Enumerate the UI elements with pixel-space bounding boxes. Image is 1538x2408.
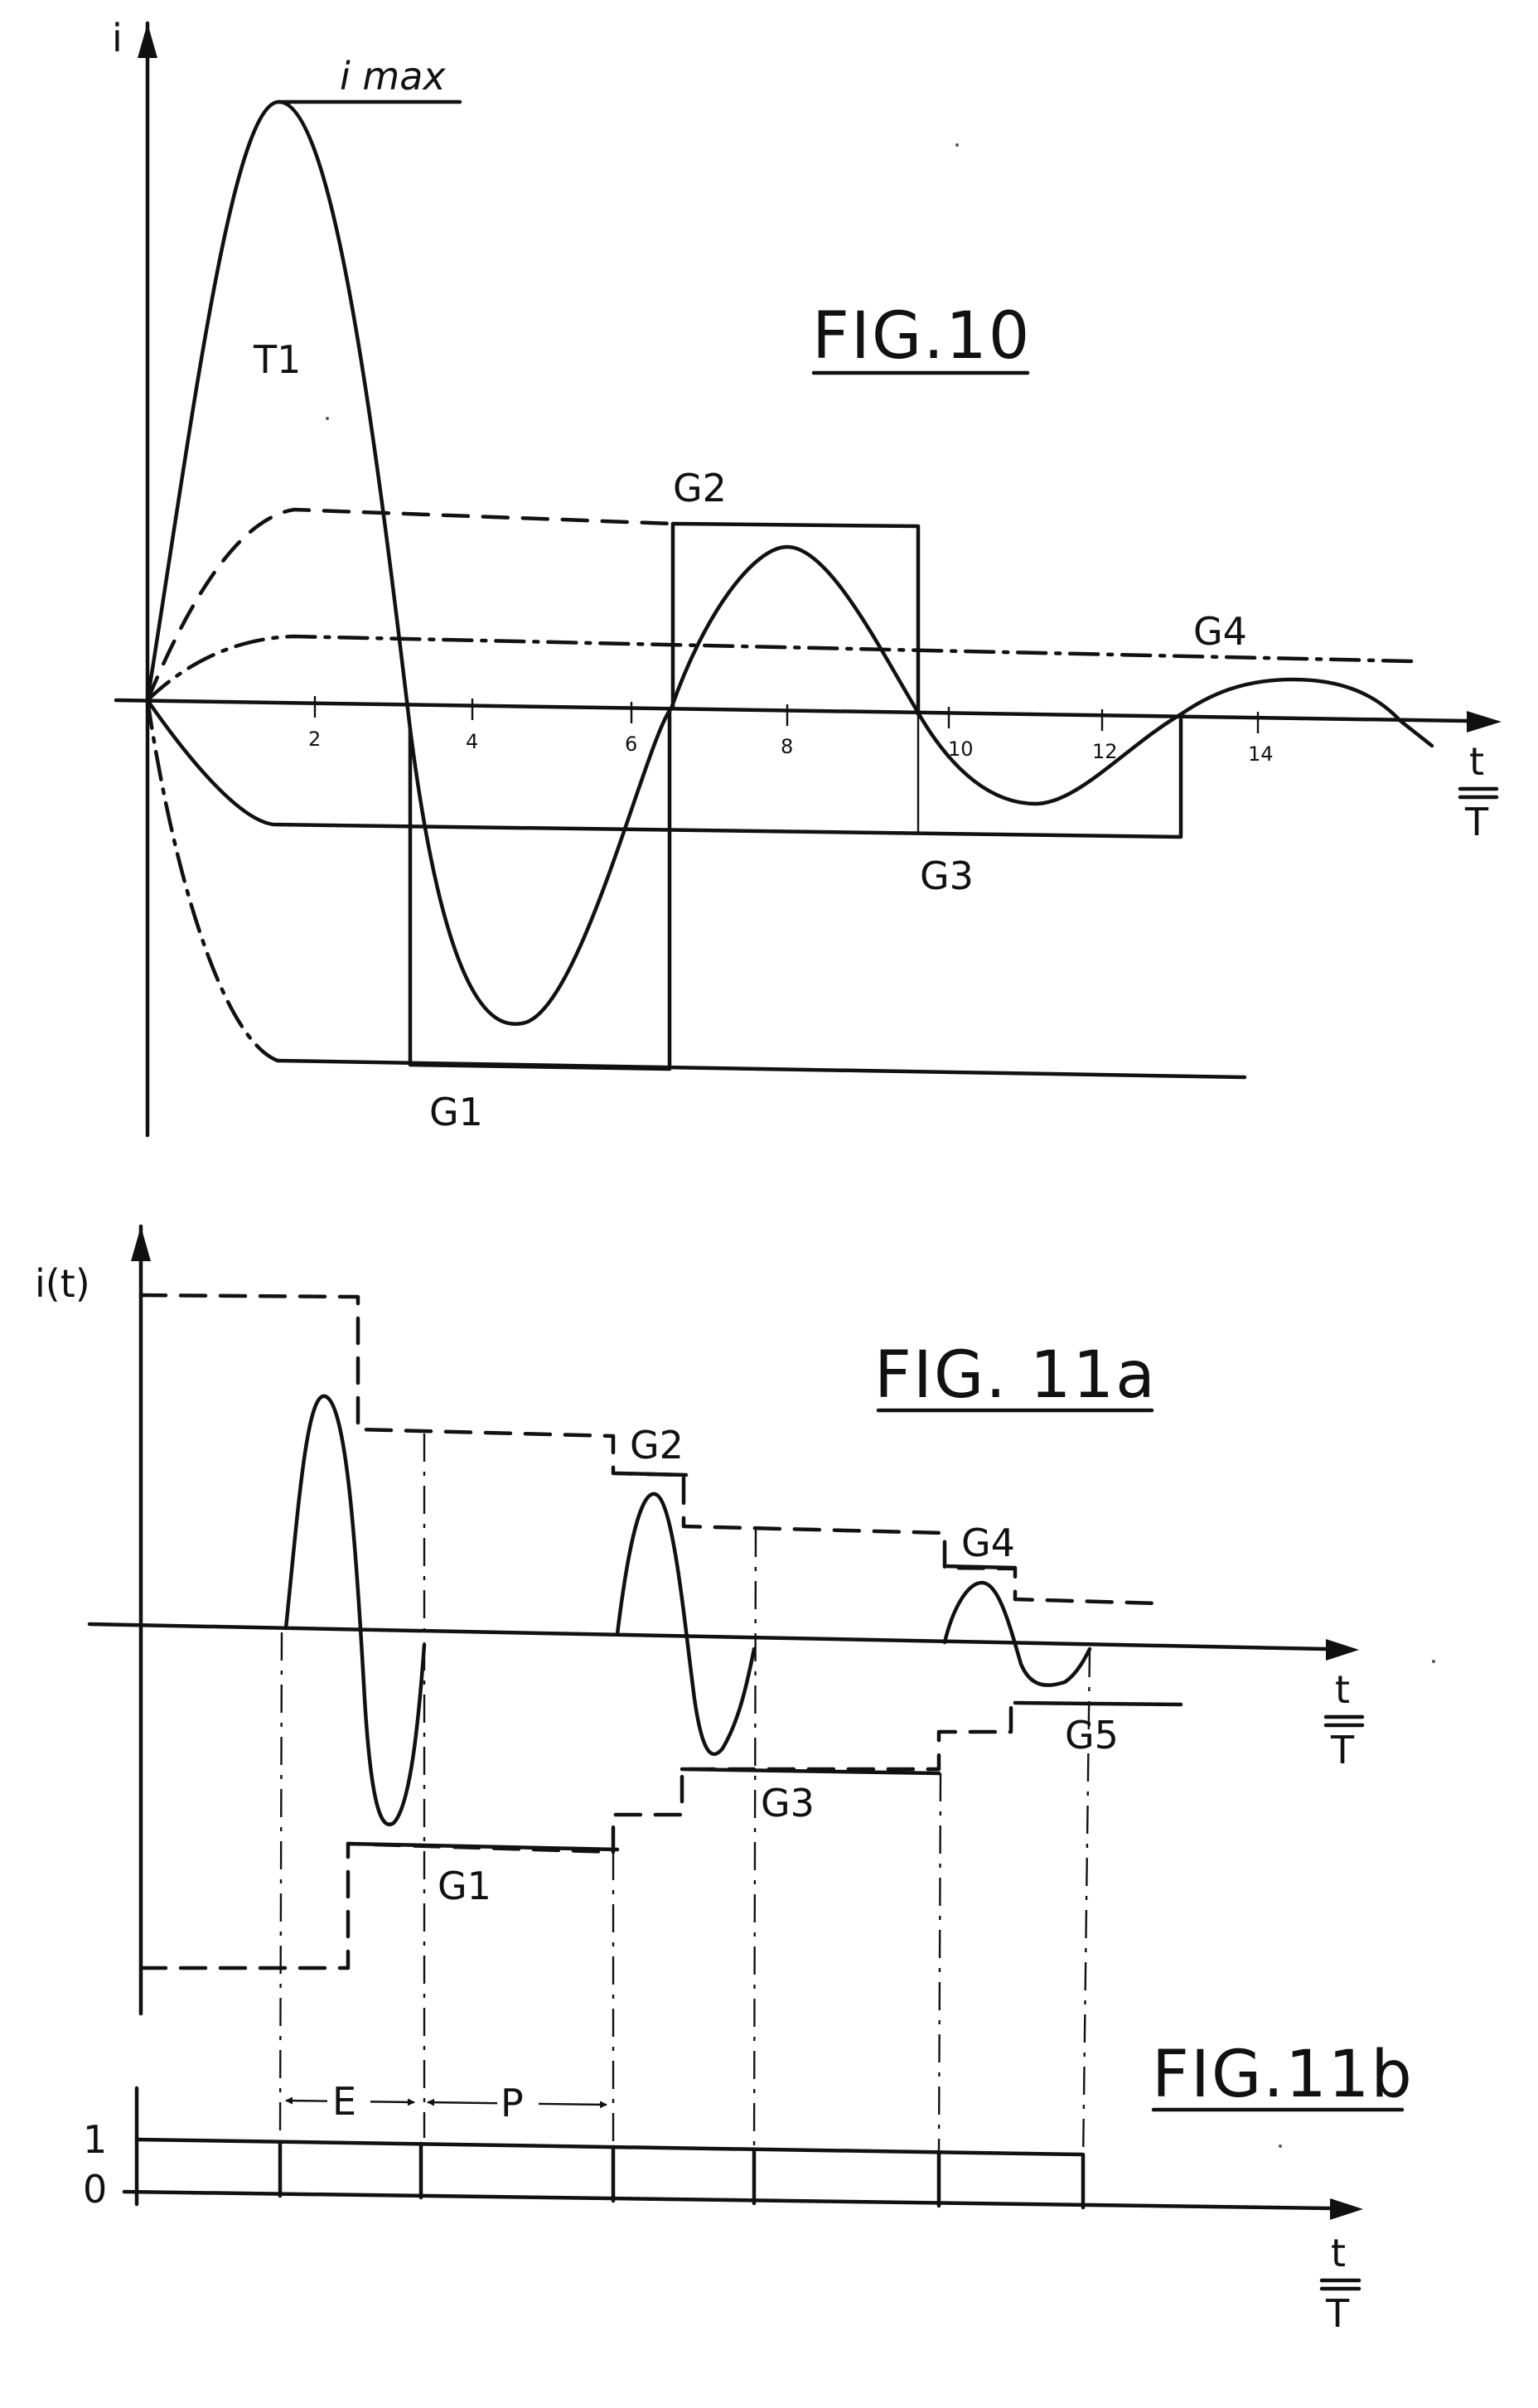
fig10-tick-2: 2 bbox=[308, 728, 321, 751]
fig11a-g4-label: G4 bbox=[961, 1521, 1015, 1565]
fig10-y-axis-label: i bbox=[112, 16, 123, 60]
fig11a-diagram: i(t) t T G1 G2 G3 bbox=[35, 1226, 1362, 2163]
fig10-g1-label: G1 bbox=[429, 1090, 483, 1134]
fig11a-x-label-t: t bbox=[1335, 1667, 1350, 1712]
fig11a-g2-bound bbox=[617, 1473, 686, 1475]
fig10-g2-dashed-envelope bbox=[148, 510, 673, 700]
fig10-x-axis bbox=[116, 700, 1467, 721]
fig11a-pulse-2 bbox=[617, 1494, 754, 1754]
fig10-g4-label: G4 bbox=[1193, 609, 1247, 654]
fig11a-g1-label: G1 bbox=[438, 1864, 491, 1908]
fig10-g2-label: G2 bbox=[673, 466, 727, 510]
fig11a-g2-label: G2 bbox=[630, 1423, 684, 1468]
fig11a-g4-bound bbox=[945, 1566, 1015, 1568]
fig11a-lower-dashed-staircase bbox=[141, 1703, 1015, 1968]
fig11b-p-label: P bbox=[501, 2081, 524, 2125]
fig10-tick-10: 10 bbox=[948, 737, 974, 761]
fig11b-x-label-t: t bbox=[1331, 2231, 1346, 2275]
fig10-imax-label: i max bbox=[340, 54, 446, 99]
fig10-g1-dashdot-envelope bbox=[148, 700, 278, 1061]
fig11b-title: FIG.11b bbox=[1152, 2038, 1414, 2112]
fig11a-title: FIG. 11a bbox=[874, 1338, 1157, 1413]
fig10-tick-12: 12 bbox=[1092, 740, 1118, 763]
fig10-y-axis-arrowhead bbox=[138, 23, 157, 58]
fig10-x-label-T: T bbox=[1464, 800, 1489, 844]
fig11b-x-axis-arrowhead bbox=[1330, 2198, 1363, 2220]
fig10-g1-bound-line bbox=[278, 1061, 1245, 1077]
fig11a-g5-bound bbox=[1015, 1703, 1181, 1704]
fig10-x-axis-arrowhead bbox=[1467, 711, 1502, 733]
fig10-title: FIG.10 bbox=[812, 299, 1031, 374]
fig10-tick-4: 4 bbox=[466, 730, 478, 753]
fig10-tick-14: 14 bbox=[1248, 742, 1274, 766]
fig11a-g5-label: G5 bbox=[1065, 1713, 1119, 1758]
fig11b-diagram: 1 0 E P t T FIG.11b bbox=[83, 2038, 1414, 2336]
fig11b-x-label-T: T bbox=[1325, 2291, 1350, 2336]
fig11a-pulse-1 bbox=[286, 1396, 424, 1825]
fig10-main-oscillation-curve bbox=[148, 102, 1432, 1024]
fig10-x-label-t: t bbox=[1469, 739, 1484, 784]
fig10-tick-6: 6 bbox=[625, 733, 637, 756]
fig11b-e-label: E bbox=[332, 2079, 356, 2124]
fig11a-x-axis bbox=[89, 1624, 1326, 1649]
fig10-g3-label: G3 bbox=[920, 853, 974, 898]
fig11a-g3-label: G3 bbox=[761, 1781, 815, 1825]
fig10-diagram: i i max 2 4 6 8 10 12 14 t T bbox=[112, 16, 1502, 1135]
fig10-t1-label: T1 bbox=[253, 337, 301, 382]
fig11b-level-0-label: 0 bbox=[83, 2167, 107, 2212]
fig11a-x-label-T: T bbox=[1330, 1728, 1355, 1772]
fig11a-x-axis-arrowhead bbox=[1326, 1639, 1359, 1661]
fig11b-x-axis bbox=[124, 2192, 1330, 2208]
fig10-tick-8: 8 bbox=[781, 735, 793, 758]
fig11a-y-axis-label: i(t) bbox=[35, 1261, 90, 1306]
fig11b-level-1-label: 1 bbox=[83, 2117, 107, 2162]
fig11a-y-axis-arrowhead bbox=[131, 1226, 151, 1261]
